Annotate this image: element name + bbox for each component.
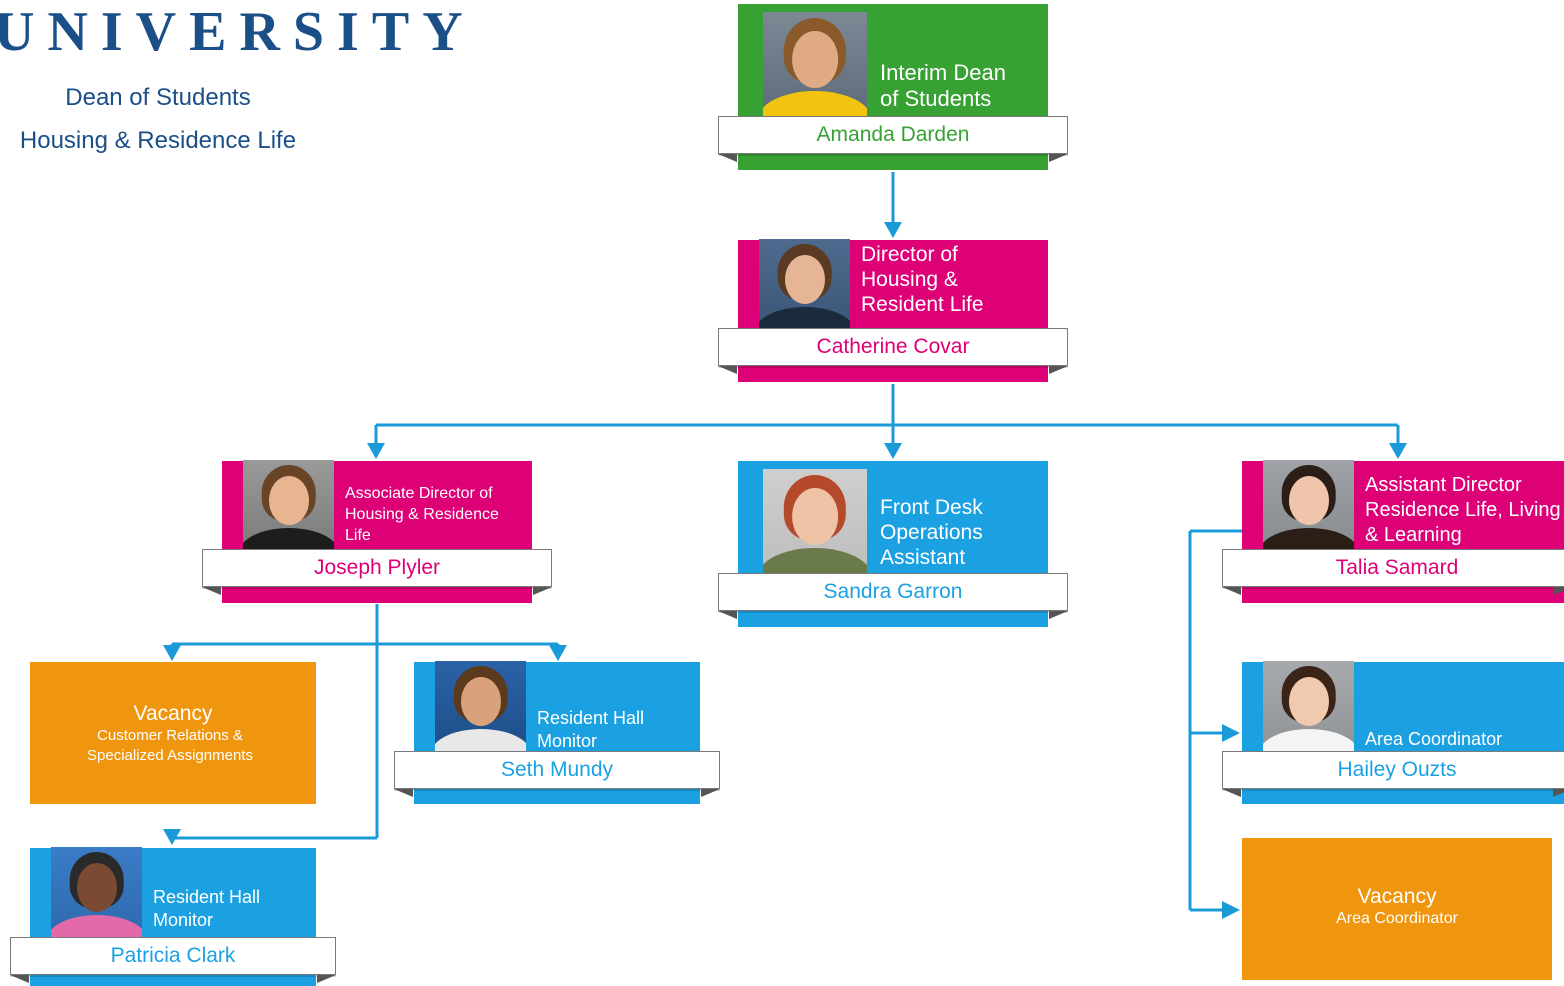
vacancy-subtitle: Area Coordinator bbox=[1336, 910, 1458, 927]
arrowhead-hailey bbox=[1222, 724, 1240, 742]
namebar-amanda-darden: Amanda Darden bbox=[718, 116, 1068, 162]
arrowhead-assistant bbox=[1389, 443, 1407, 459]
namebar-seth-mundy: Seth Mundy bbox=[394, 751, 720, 797]
namebar-talia-samard: Talia Samard bbox=[1222, 549, 1564, 595]
header-housing-residence-life: Housing & Residence Life bbox=[19, 127, 297, 154]
role-resident-hall-monitor: Resident Hall Monitor bbox=[537, 708, 645, 751]
role-front-desk: Front Desk Operations Assistant bbox=[880, 496, 983, 570]
role-interim-dean: Interim Dean of Students bbox=[880, 60, 1006, 112]
photo-sandra-garron bbox=[763, 469, 867, 574]
arrowhead-patricia bbox=[163, 829, 181, 845]
role-assistant-director: Assistant Director Residence Life, Livin… bbox=[1365, 474, 1561, 546]
photo-amanda-darden bbox=[763, 12, 867, 117]
role-associate-director: Associate Director of Housing & Residenc… bbox=[345, 485, 499, 544]
photo-hailey-ouzts bbox=[1263, 661, 1354, 751]
header-dean-of-students: Dean of Students bbox=[65, 84, 251, 111]
arrowhead-director bbox=[884, 222, 902, 238]
name-amanda-darden: Amanda Darden bbox=[816, 123, 970, 146]
photo-seth-mundy bbox=[435, 661, 526, 751]
arrowhead-seth bbox=[549, 645, 567, 661]
namebar-sandra-garron: Sandra Garron bbox=[718, 573, 1068, 619]
name-seth-mundy: Seth Mundy bbox=[500, 758, 614, 781]
photo-patricia-clark bbox=[51, 847, 142, 937]
card-vacancy-area-coordinator: Vacancy Area Coordinator bbox=[1242, 838, 1552, 980]
card-vacancy-customer-relations: Vacancy Customer Relations & Specialized… bbox=[30, 662, 316, 804]
arrowhead-associate bbox=[367, 443, 385, 459]
role-resident-hall-monitor: Resident Hall Monitor bbox=[153, 887, 261, 930]
photo-catherine-covar bbox=[759, 239, 850, 329]
name-hailey-ouzts: Hailey Ouzts bbox=[1337, 758, 1457, 781]
vacancy-title: Vacancy bbox=[133, 702, 213, 725]
role-area-coordinator: Area Coordinator bbox=[1365, 729, 1503, 749]
arrowhead-frontdesk bbox=[884, 443, 902, 459]
name-joseph-plyler: Joseph Plyler bbox=[313, 556, 441, 579]
namebar-hailey-ouzts: Hailey Ouzts bbox=[1222, 751, 1564, 797]
name-talia-samard: Talia Samard bbox=[1335, 556, 1459, 579]
photo-talia-samard bbox=[1263, 460, 1354, 550]
name-sandra-garron: Sandra Garron bbox=[823, 580, 963, 603]
name-catherine-covar: Catherine Covar bbox=[816, 335, 970, 358]
card-body bbox=[1242, 838, 1552, 980]
card-body bbox=[30, 662, 316, 804]
name-patricia-clark: Patricia Clark bbox=[110, 944, 236, 967]
role-director: Director of Housing & Resident Life bbox=[861, 243, 984, 317]
vacancy-subtitle: Customer Relations & Specialized Assignm… bbox=[87, 727, 253, 764]
university-wordmark: UNIVERSITY bbox=[0, 1, 476, 63]
namebar-catherine-covar: Catherine Covar bbox=[718, 328, 1068, 374]
namebar-joseph-plyler: Joseph Plyler bbox=[202, 549, 552, 595]
namebar-patricia-clark: Patricia Clark bbox=[10, 937, 336, 983]
photo-joseph-plyler bbox=[243, 460, 334, 550]
vacancy-title: Vacancy bbox=[1357, 885, 1437, 908]
arrowhead-vacancy-cr bbox=[163, 645, 181, 661]
arrowhead-vacancy-ac bbox=[1222, 901, 1240, 919]
